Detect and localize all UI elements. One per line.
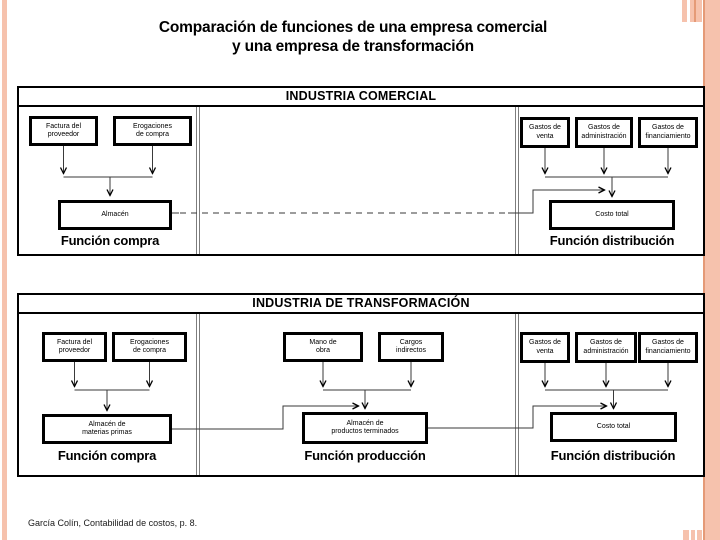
- box-gastos-venta: Gastos de venta: [520, 117, 570, 148]
- slide-title: Comparación de funciones de una empresa …: [0, 18, 706, 56]
- top-right-accent-stripe-dark: [694, 0, 696, 22]
- label-line: de compra: [132, 347, 167, 354]
- label-line: obra: [315, 347, 330, 354]
- panel-transformacion-header: INDUSTRIA DE TRANSFORMACIÓN: [19, 295, 703, 314]
- box-costo-total: Costo total: [550, 412, 677, 442]
- label-funcion-compra: Función compra: [60, 233, 160, 248]
- label-line: materias primas: [82, 429, 132, 436]
- label-funcion-distribucion: Función distribución: [549, 233, 675, 248]
- label-funcion-compra: Función compra: [57, 448, 157, 463]
- label-line: Cargos: [399, 338, 423, 346]
- panel-comercial-header: INDUSTRIA COMERCIAL: [19, 88, 703, 107]
- box-almacen-materias-primas: Almacén de materias primas: [42, 414, 172, 444]
- section-divider: [515, 314, 519, 475]
- right-accent-band: [703, 0, 720, 540]
- label-line: Factura del: [45, 122, 82, 130]
- label-line: Gastos de: [529, 124, 561, 131]
- label-line: Mano de: [309, 338, 337, 346]
- label-line: proveedor: [58, 347, 91, 354]
- label-line: Erogaciones: [130, 338, 169, 346]
- label-funcion-distribucion: Función distribución: [550, 448, 676, 463]
- slide-title-line1: Comparación de funciones de una empresa …: [158, 19, 548, 36]
- box-mano-de-obra: Mano de obra: [283, 332, 363, 362]
- box-gastos-administracion: Gastos de administración: [575, 332, 637, 363]
- panel-industria-comercial: INDUSTRIA COMERCIAL: [17, 86, 705, 256]
- label-line: Gastos de: [529, 339, 561, 346]
- label-line: Factura del: [56, 338, 93, 346]
- box-gastos-administracion: Gastos de administración: [575, 117, 633, 148]
- connector-lines: [19, 146, 703, 214]
- label-line: administración: [583, 347, 629, 355]
- box-erogaciones-compra: Erogaciones de compra: [113, 116, 192, 146]
- label-line: Almacén: [101, 210, 129, 218]
- label-line: Costo total: [596, 422, 631, 430]
- box-almacen: Almacén: [58, 200, 172, 230]
- box-factura-proveedor: Factura del proveedor: [29, 116, 98, 146]
- label-line: Gastos de: [590, 339, 622, 346]
- section-divider: [515, 107, 519, 254]
- citation: García Colín, Contabilidad de costos, p.…: [28, 518, 198, 528]
- slide-title-line2: y una empresa de transformación: [232, 38, 474, 55]
- box-factura-proveedor: Factura del proveedor: [42, 332, 107, 362]
- box-gastos-financiamiento: Gastos de financiamiento: [638, 117, 698, 148]
- label-line: financiamiento: [645, 132, 691, 140]
- label-line: Costo total: [595, 210, 629, 218]
- bottom-right-accent-stripe: [697, 530, 702, 540]
- label-line: venta: [536, 347, 554, 355]
- label-line: indirectos: [396, 347, 426, 354]
- top-right-accent-stripe: [696, 0, 702, 22]
- label-line: financiamiento: [645, 347, 691, 355]
- label-line: venta: [536, 132, 554, 140]
- box-gastos-financiamiento: Gastos de financiamiento: [638, 332, 698, 363]
- section-divider: [196, 314, 200, 475]
- left-accent-stripe: [2, 0, 7, 540]
- label-line: Almacén de: [346, 419, 384, 427]
- top-right-accent-stripe: [682, 0, 687, 22]
- label-funcion-produccion: Función producción: [304, 448, 426, 463]
- label-line: administración: [581, 132, 627, 140]
- label-line: productos terminados: [331, 428, 399, 435]
- label-line: Gastos de: [588, 124, 620, 131]
- box-almacen-productos-terminados: Almacén de productos terminados: [302, 412, 428, 444]
- box-cargos-indirectos: Cargos indirectos: [378, 332, 444, 362]
- connector-lines: [19, 362, 703, 430]
- bottom-right-accent-stripe: [691, 530, 695, 540]
- label-line: proveedor: [47, 131, 80, 138]
- top-right-accent-stripe: [690, 0, 694, 22]
- label-line: Almacén de: [88, 420, 126, 428]
- box-erogaciones-compra: Erogaciones de compra: [112, 332, 187, 362]
- label-line: de compra: [135, 131, 170, 138]
- bottom-right-accent-stripe: [683, 530, 689, 540]
- section-divider: [196, 107, 200, 254]
- label-line: Gastos de: [652, 124, 684, 131]
- label-line: Gastos de: [652, 339, 684, 346]
- box-gastos-venta: Gastos de venta: [520, 332, 570, 363]
- label-line: Erogaciones: [133, 122, 172, 130]
- box-costo-total: Costo total: [549, 200, 675, 230]
- panel-industria-transformacion: INDUSTRIA DE TRANSFORMACIÓN: [17, 293, 705, 477]
